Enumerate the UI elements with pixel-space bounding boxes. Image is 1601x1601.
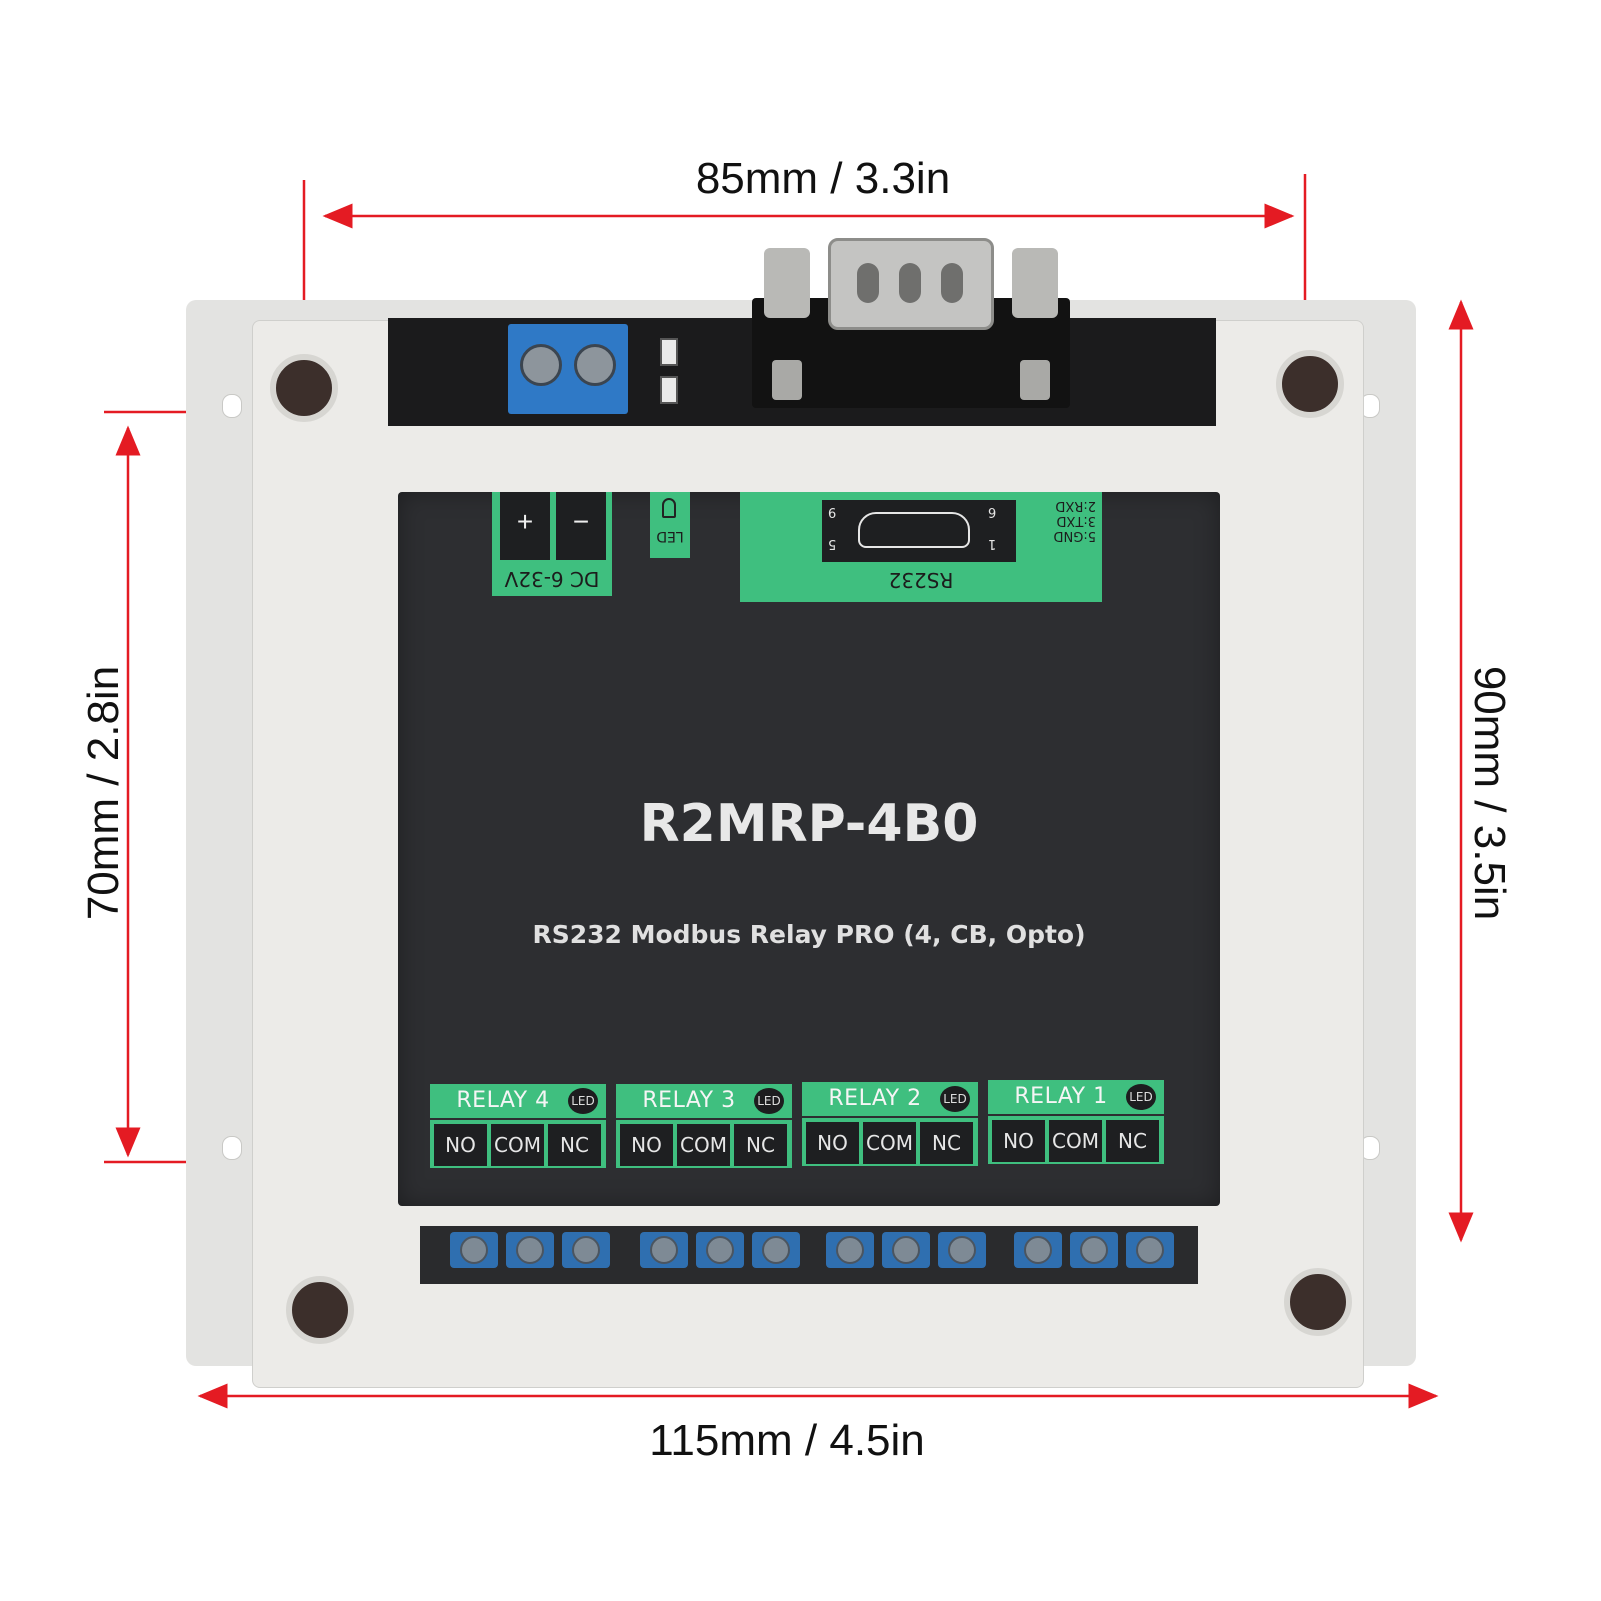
relay-2-terminals: NO COM NC [802, 1118, 978, 1166]
relay-1-terminals: NO COM NC [988, 1116, 1164, 1164]
height-left-dimension: 70mm / 2.8in [79, 665, 128, 921]
relay-4-com: COM [491, 1124, 544, 1166]
relay-3-led: LED [754, 1088, 784, 1114]
relay-2-header: RELAY 2 LED [802, 1082, 978, 1116]
jack-screw-icon [772, 360, 802, 400]
relay-4-no: NO [434, 1124, 487, 1166]
terminal-screw-icon[interactable] [1126, 1232, 1174, 1268]
pin-1: 1 [988, 536, 997, 551]
power-terminal-block [508, 324, 628, 414]
mount-slot [222, 394, 242, 418]
power-voltage-label: DC 6-32V [504, 567, 600, 591]
relay-4-title: RELAY 4 [456, 1088, 550, 1113]
terminal-screw-icon[interactable] [696, 1232, 744, 1268]
relay-3-header: RELAY 3 LED [616, 1084, 792, 1118]
mounting-hole [270, 354, 338, 422]
pin-txd: 3:TXD [1056, 513, 1096, 528]
db9-pinout: 9 6 5 1 [822, 500, 1016, 562]
relay-4-header: RELAY 4 LED [430, 1084, 606, 1118]
pin-rxd: 2:RXD [1055, 498, 1096, 513]
height-right-dimension: 90mm / 3.5in [1465, 665, 1514, 921]
rs232-label: 9 6 5 1 5:GND 3:TXD 2:RXD RS232 [740, 492, 1102, 602]
rs232-title: RS232 [888, 568, 954, 592]
relay-1-led: LED [1126, 1084, 1156, 1110]
relay-3-no: NO [620, 1124, 673, 1166]
device-description: RS232 Modbus Relay PRO (4, CB, Opto) [532, 920, 1086, 949]
mounting-hole [286, 1276, 354, 1344]
jack-screw-icon [1020, 360, 1050, 400]
pin-5: 5 [828, 536, 837, 551]
status-led-icon [660, 338, 678, 366]
relay-2-led: LED [940, 1086, 970, 1112]
terminal-screw-icon[interactable] [574, 344, 616, 386]
model-name: R2MRP-4B0 [639, 794, 979, 854]
front-label-panel: + − DC 6-32V LED 9 6 5 1 5:GND 3:TXD 2:R… [398, 492, 1220, 1206]
relay-1-header: RELAY 1 LED [988, 1080, 1164, 1114]
width-top-dimension: 85mm / 3.3in [695, 154, 951, 203]
relay-1-nc: NC [1106, 1120, 1159, 1162]
hex-standoff-icon [1012, 248, 1058, 318]
relay-3-com: COM [677, 1124, 730, 1166]
terminal-screw-icon[interactable] [826, 1232, 874, 1268]
power-label: + − DC 6-32V [492, 492, 612, 596]
pin-gnd: 5:GND [1053, 528, 1096, 543]
relay-3-terminals: NO COM NC [616, 1120, 792, 1168]
terminal-screw-icon[interactable] [450, 1232, 498, 1268]
rs232-pin-list: 5:GND 3:TXD 2:RXD [1026, 498, 1096, 543]
relay-3-title: RELAY 3 [642, 1088, 736, 1113]
terminal-screw-icon[interactable] [882, 1232, 930, 1268]
relay-1-com: COM [1049, 1120, 1102, 1162]
power-led-label: LED [650, 492, 690, 558]
terminal-screw-icon[interactable] [562, 1232, 610, 1268]
relay-2-com: COM [863, 1122, 916, 1164]
terminal-screw-icon[interactable] [1014, 1232, 1062, 1268]
hex-standoff-icon [764, 248, 810, 318]
led-icon [662, 498, 676, 518]
power-plus: + [500, 492, 550, 560]
relay-3-nc: NC [734, 1124, 787, 1166]
terminal-screw-icon[interactable] [640, 1232, 688, 1268]
relay-1-no: NO [992, 1120, 1045, 1162]
relay-2-title: RELAY 2 [828, 1086, 922, 1111]
power-minus: − [556, 492, 606, 560]
mounting-hole [1276, 350, 1344, 418]
terminal-screw-icon[interactable] [1070, 1232, 1118, 1268]
relay-4-nc: NC [548, 1124, 601, 1166]
pin-9: 9 [828, 504, 837, 519]
mount-slot [222, 1136, 242, 1160]
relay-4-led: LED [568, 1088, 598, 1114]
relay-1-title: RELAY 1 [1014, 1084, 1108, 1109]
db9-shell [828, 238, 994, 330]
pin-6: 6 [988, 504, 997, 519]
db9-outline-icon [858, 512, 970, 548]
terminal-screw-icon[interactable] [938, 1232, 986, 1268]
relay-2-nc: NC [920, 1122, 973, 1164]
terminal-screw-icon[interactable] [520, 344, 562, 386]
top-connector-bay [388, 238, 1216, 426]
relay-2-no: NO [806, 1122, 859, 1164]
led-label-text: LED [656, 528, 684, 544]
terminal-screw-icon[interactable] [752, 1232, 800, 1268]
width-bottom-dimension: 115mm / 4.5in [649, 1416, 925, 1465]
status-led-icon [660, 376, 678, 404]
terminal-screw-icon[interactable] [506, 1232, 554, 1268]
relay-terminal-bay [420, 1226, 1198, 1284]
db9-connector[interactable] [752, 238, 1070, 416]
mounting-hole [1284, 1268, 1352, 1336]
relay-4-terminals: NO COM NC [430, 1120, 606, 1168]
